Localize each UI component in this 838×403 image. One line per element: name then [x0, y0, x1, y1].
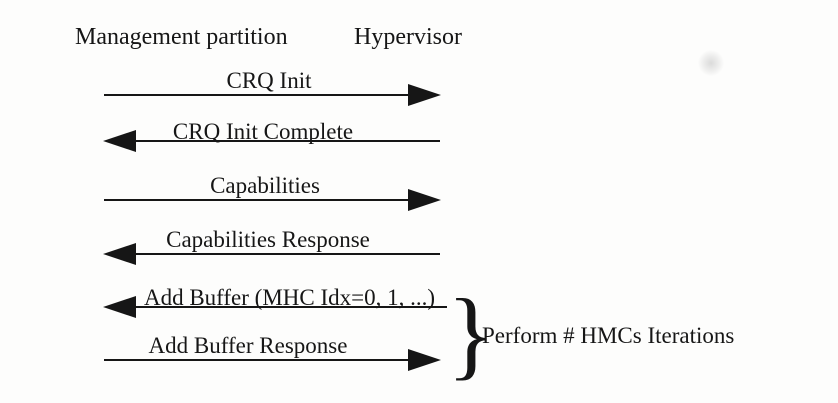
arrow-line: [104, 359, 416, 361]
column-header-hypervisor: Hypervisor: [354, 24, 462, 50]
message-label: Capabilities Response: [166, 226, 370, 252]
arrowhead-left-icon: [103, 243, 136, 265]
message-label: Add Buffer Response: [148, 332, 348, 358]
arrow-line: [130, 140, 440, 142]
arrow-line: [130, 306, 447, 308]
message-label: CRQ Init Complete: [172, 118, 354, 144]
arrowhead-right-icon: [408, 84, 441, 106]
iteration-annotation-label: Perform # HMCs Iterations: [482, 323, 735, 348]
arrow-line: [104, 94, 416, 96]
arrowhead-right-icon: [408, 349, 441, 371]
iteration-brace-icon: }: [447, 278, 495, 389]
arrowhead-left-icon: [103, 296, 136, 318]
message-label: Add Buffer (MHC Idx=0, 1, ...): [143, 284, 436, 310]
message-label: Capabilities: [210, 172, 320, 198]
arrowhead-right-icon: [408, 189, 441, 211]
arrowhead-left-icon: [103, 130, 136, 152]
arrow-line: [104, 199, 416, 201]
column-header-management-partition: Management partition: [75, 24, 288, 50]
arrow-line: [130, 253, 440, 255]
message-label: CRQ Init: [226, 67, 312, 93]
scan-artifact: [698, 50, 724, 76]
